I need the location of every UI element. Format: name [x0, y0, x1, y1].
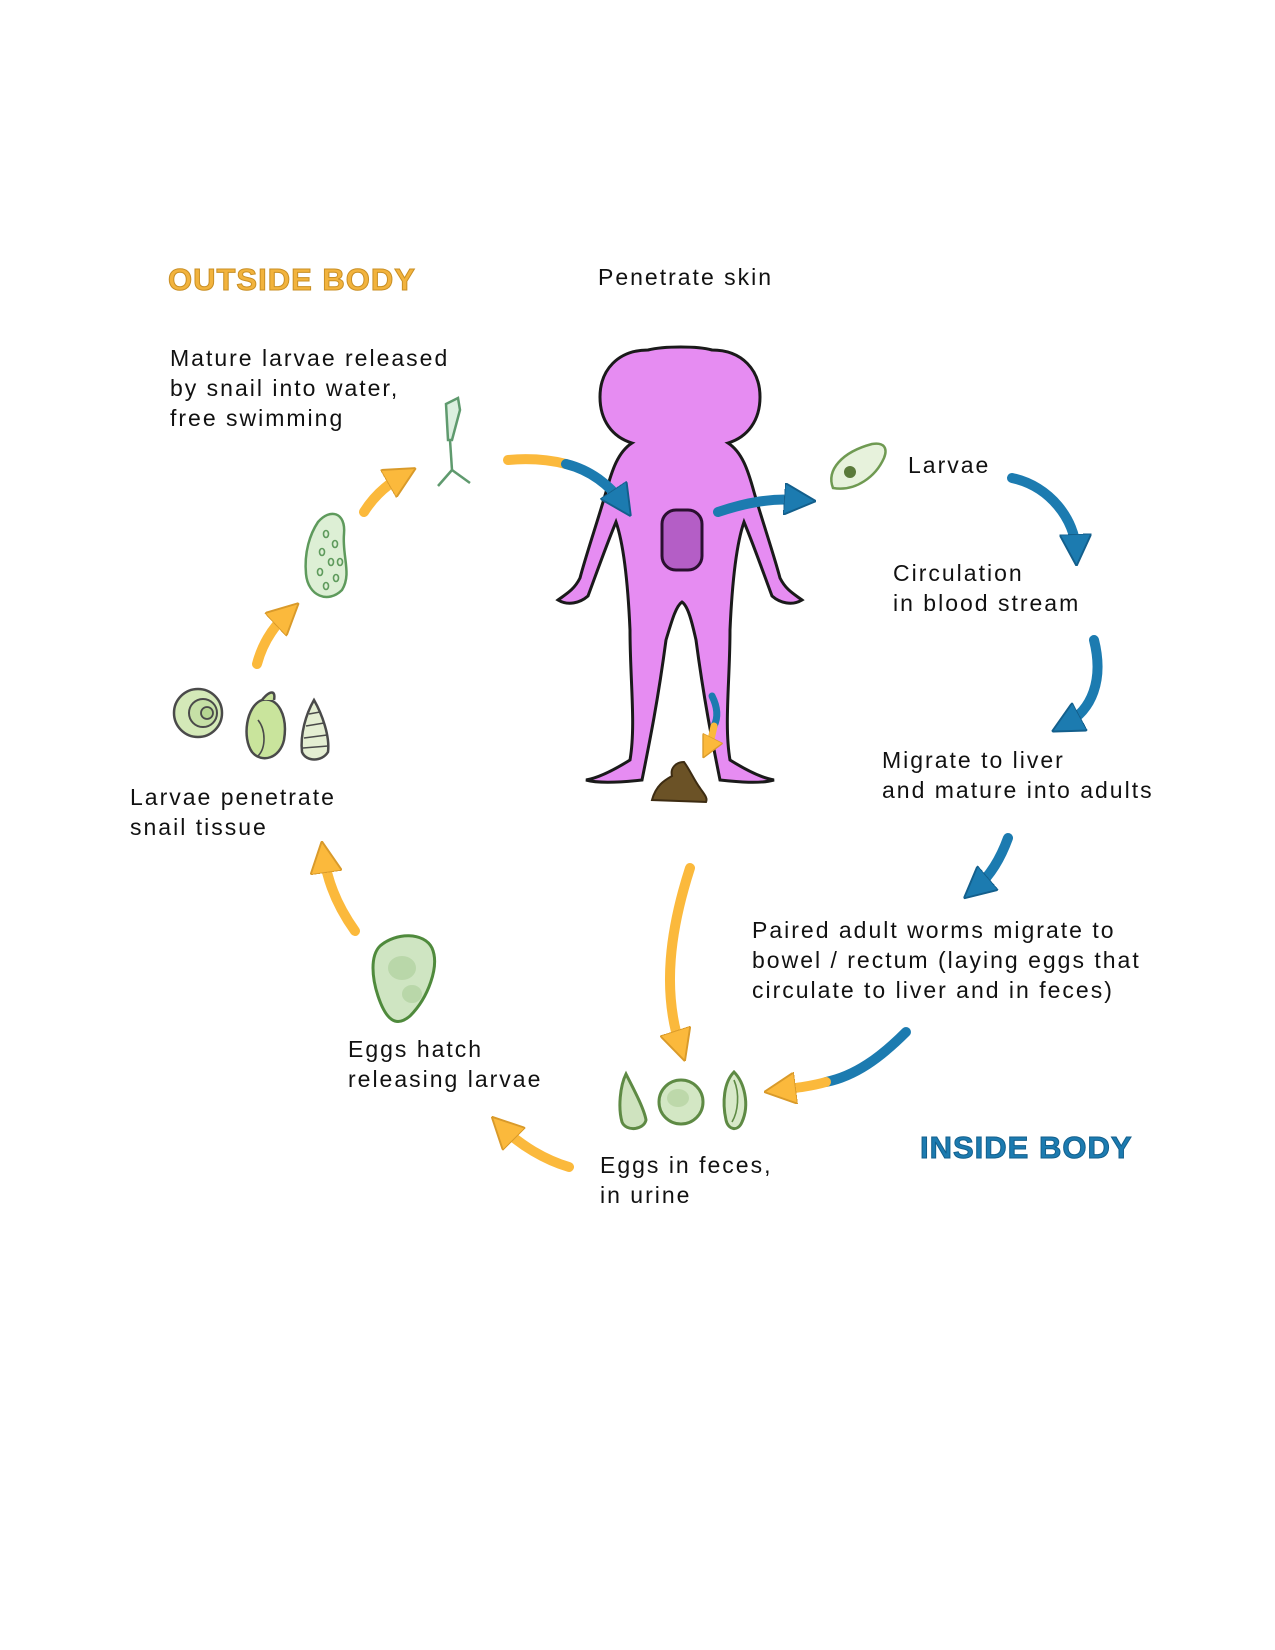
larva-icon: [830, 442, 887, 490]
body-organ: [660, 508, 704, 572]
mature-larvae-line-3: free swimming: [170, 405, 345, 431]
snail-tissue-line-1: Larvae penetrate: [130, 784, 336, 810]
arrow-sporocyst-to-cercaria: [359, 476, 402, 517]
sporocyst-icon: [304, 512, 348, 599]
eggs-hatch-line-1: Eggs hatch: [348, 1036, 484, 1062]
arrow-worms-to-eggs-yellow: [780, 1082, 831, 1090]
paired-worms-line-1: Paired adult worms migrate to: [752, 917, 1116, 943]
round-snail-icon: [245, 691, 287, 760]
penetrate-skin-text: Penetrate skin: [598, 264, 774, 290]
eggs-feces-line-2: in urine: [600, 1182, 692, 1208]
circulation-line-1: Circulation: [893, 560, 1024, 586]
paired-worms-line-3: circulate to liver and in feces): [752, 977, 1114, 1003]
circulation-line-2: in blood stream: [893, 590, 1081, 616]
arrow-eggs-to-hatching: [503, 1128, 574, 1172]
arrow-body-to-larvae: [713, 500, 800, 517]
hatching-egg-icon: [371, 934, 437, 1023]
inside-body-heading: INSIDE BODY: [920, 1130, 1133, 1166]
penetrate-skin-label: Penetrate skin: [598, 262, 773, 292]
mature-larvae-line-2: by snail into water,: [170, 375, 400, 401]
eggs-hatch-label: Eggs hatch releasing larvae: [348, 1034, 542, 1094]
larvae-label: Larvae: [908, 450, 990, 480]
ramshorn-snail-icon: [172, 687, 224, 739]
snail-shells-icon: [172, 687, 330, 761]
mature-larvae-label: Mature larvae released by snail into wat…: [170, 343, 449, 433]
paired-worms-label: Paired adult worms migrate to bowel / re…: [752, 915, 1141, 1005]
paired-worms-line-2: bowel / rectum (laying eggs that: [752, 947, 1141, 973]
arrow-circulation-to-liver: [1066, 635, 1103, 724]
human-body-figure: [555, 345, 805, 784]
inside-cycle-arrows: [503, 454, 1103, 1090]
migrate-liver-line-1: Migrate to liver: [882, 747, 1065, 773]
eggs-feces-line-1: Eggs in feces,: [600, 1152, 773, 1178]
arrow-larvae-to-circulation: [1007, 473, 1076, 550]
outside-body-heading: OUTSIDE BODY: [168, 262, 416, 298]
conical-snail-icon: [300, 697, 330, 761]
arrow-cercaria-tail: [503, 454, 571, 469]
arrow-hatching-to-snail: [324, 857, 360, 936]
arrow-liver-to-worms: [976, 833, 1013, 888]
outside-cycle-arrows: [252, 476, 695, 1172]
arrow-worms-to-eggs-blue: [821, 1027, 911, 1087]
larvae-text: Larvae: [908, 452, 991, 478]
eggs-icon: [618, 1069, 748, 1130]
snail-tissue-line-2: snail tissue: [130, 814, 268, 840]
mature-larvae-line-1: Mature larvae released: [170, 345, 450, 371]
cercaria-icon: [437, 396, 471, 487]
snail-tissue-label: Larvae penetrate snail tissue: [130, 782, 336, 842]
arrow-penetrate-skin: [561, 459, 622, 503]
migrate-liver-label: Migrate to liver and mature into adults: [882, 745, 1154, 805]
feces-icon: [650, 760, 708, 804]
circulation-label: Circulation in blood stream: [893, 558, 1080, 618]
arrow-feces-to-eggs: [670, 863, 695, 1046]
arrow-snail-to-sporocyst: [252, 614, 287, 669]
eggs-hatch-line-2: releasing larvae: [348, 1066, 543, 1092]
arrow-body-to-feces-yellow: [708, 722, 714, 748]
migrate-liver-line-2: and mature into adults: [882, 777, 1154, 803]
eggs-feces-label: Eggs in feces, in urine: [600, 1150, 772, 1210]
